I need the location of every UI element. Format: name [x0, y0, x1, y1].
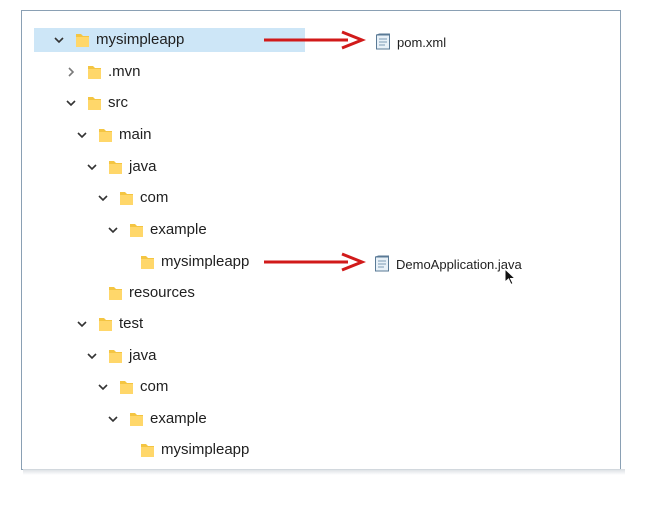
tree-item-label: mysimpleapp — [96, 31, 185, 48]
tree-item-label: com — [140, 378, 169, 395]
tree-item-label: src — [108, 94, 128, 111]
folder-icon — [128, 221, 144, 239]
arrow-to-demo-icon — [264, 252, 366, 272]
tree-item-label: resources — [129, 284, 195, 301]
chevron-down-icon[interactable] — [104, 221, 122, 239]
tree-item-com-test[interactable]: com — [94, 375, 168, 399]
tree-item-label: mysimpleapp — [161, 253, 250, 270]
file-label: DemoApplication.java — [396, 257, 522, 272]
tree-item-com-main[interactable]: com — [94, 186, 168, 210]
panel-shadow — [23, 469, 625, 475]
tree-item-mysimpleapp-main[interactable]: mysimpleapp — [139, 250, 249, 274]
folder-icon — [107, 158, 123, 176]
tree-item-java-test[interactable]: java — [83, 344, 157, 368]
tree-item-src[interactable]: src — [62, 91, 128, 115]
tree-item-label: example — [150, 410, 207, 427]
folder-icon — [97, 126, 113, 144]
chevron-down-icon[interactable] — [62, 94, 80, 112]
tree-item-example-test[interactable]: example — [104, 407, 207, 431]
tree-item-label: java — [129, 158, 157, 175]
mouse-pointer-icon — [504, 268, 516, 286]
tree-item-example-main[interactable]: example — [104, 218, 207, 242]
tree-item-main[interactable]: main — [73, 123, 152, 147]
file-demoapplication-java[interactable]: DemoApplication.java — [374, 253, 522, 277]
folder-icon — [86, 63, 102, 81]
tree-item-label: com — [140, 189, 169, 206]
java-file-icon — [374, 255, 390, 276]
folder-icon — [139, 253, 155, 271]
chevron-down-icon[interactable] — [94, 378, 112, 396]
folder-icon — [107, 347, 123, 365]
arrow-to-pom-icon — [264, 30, 366, 50]
tree-item-mvn[interactable]: .mvn — [62, 60, 141, 84]
file-pom-xml[interactable]: pom.xml — [375, 31, 446, 55]
folder-icon — [74, 31, 90, 49]
folder-icon — [118, 378, 134, 396]
tree-item-mysimpleapp-test[interactable]: mysimpleapp — [139, 438, 249, 462]
chevron-down-icon[interactable] — [94, 189, 112, 207]
tree-item-label: mysimpleapp — [161, 441, 250, 458]
chevron-down-icon[interactable] — [50, 31, 68, 49]
tree-item-test[interactable]: test — [73, 312, 143, 336]
tree-item-label: example — [150, 221, 207, 238]
file-label: pom.xml — [397, 35, 447, 50]
folder-icon — [118, 189, 134, 207]
folder-icon — [139, 441, 155, 459]
chevron-down-icon[interactable] — [83, 158, 101, 176]
tree-item-label: java — [129, 347, 157, 364]
chevron-down-icon[interactable] — [83, 347, 101, 365]
tree-item-label: .mvn — [108, 63, 141, 80]
folder-icon — [128, 410, 144, 428]
tree-item-resources[interactable]: resources — [107, 281, 195, 305]
folder-icon — [107, 284, 123, 302]
chevron-down-icon[interactable] — [104, 410, 122, 428]
chevron-right-icon[interactable] — [62, 63, 80, 81]
tree-item-label: main — [119, 126, 152, 143]
folder-icon — [97, 315, 113, 333]
folder-icon — [86, 94, 102, 112]
tree-item-label: test — [119, 315, 144, 332]
xml-file-icon — [375, 33, 391, 54]
chevron-down-icon[interactable] — [73, 126, 91, 144]
tree-item-java-main[interactable]: java — [83, 155, 157, 179]
chevron-down-icon[interactable] — [73, 315, 91, 333]
tree-item-mysimpleapp-root[interactable]: mysimpleapp — [34, 28, 305, 52]
